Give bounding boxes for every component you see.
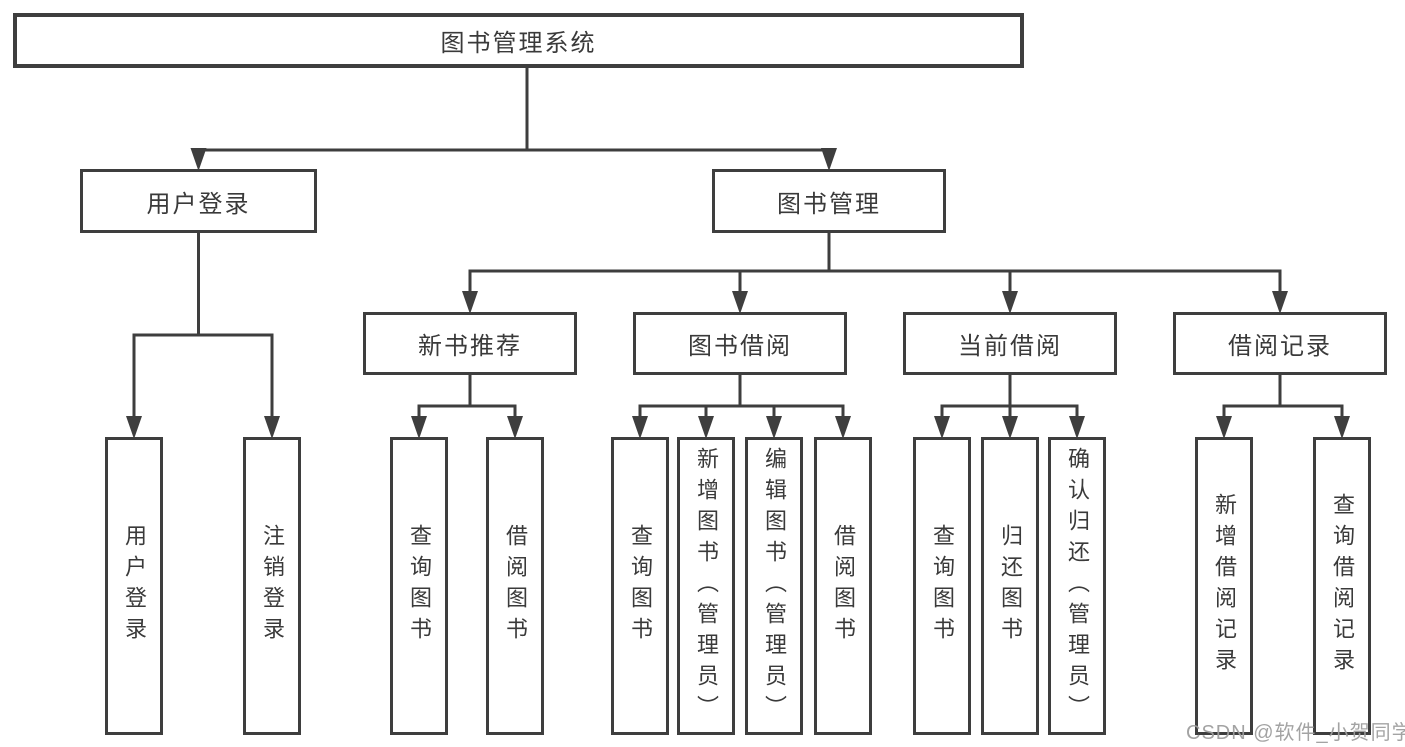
- node-confirm-return-admin: 确认归还（管理员）: [1048, 437, 1106, 735]
- node-label-add-books-admin: 新增图书（管理员）: [694, 446, 719, 726]
- node-borrow-books-rec: 借阅图书: [486, 437, 544, 735]
- node-add-books-admin: 新增图书（管理员）: [677, 437, 735, 735]
- node-label-logout: 注销登录: [260, 524, 285, 648]
- node-label-edit-books-admin: 编辑图书（管理员）: [762, 446, 787, 726]
- arrowhead-icon: [1002, 291, 1018, 314]
- node-current-borrow: 当前借阅: [903, 312, 1117, 375]
- node-label-new-book-rec: 新书推荐: [418, 333, 522, 360]
- node-label-current-borrow: 当前借阅: [958, 333, 1062, 360]
- node-book-mgmt: 图书管理: [712, 169, 946, 233]
- node-label-do-user-login: 用户登录: [122, 524, 147, 648]
- node-label-confirm-return-admin: 确认归还（管理员）: [1065, 446, 1090, 726]
- node-user-login: 用户登录: [80, 169, 317, 233]
- arrowhead-icon: [1272, 291, 1288, 314]
- node-label-return-books: 归还图书: [998, 524, 1023, 648]
- node-label-user-login: 用户登录: [146, 190, 251, 218]
- arrowhead-icon: [126, 416, 142, 439]
- node-label-borrow-books: 借阅图书: [831, 524, 856, 648]
- arrowhead-icon: [190, 148, 207, 171]
- node-book-borrow: 图书借阅: [633, 312, 847, 375]
- arrowhead-icon: [1216, 416, 1232, 439]
- node-do-user-login: 用户登录: [105, 437, 163, 735]
- node-query-books-current: 查询图书: [913, 437, 971, 735]
- node-label-borrow-books-rec: 借阅图书: [503, 524, 528, 648]
- node-label-query-books-borrow: 查询图书: [628, 524, 653, 648]
- arrowhead-icon: [1069, 416, 1085, 439]
- node-new-book-rec: 新书推荐: [363, 312, 577, 375]
- arrowhead-icon: [462, 291, 478, 314]
- arrowhead-icon: [507, 416, 523, 439]
- node-query-books-rec: 查询图书: [390, 437, 448, 735]
- node-logout: 注销登录: [243, 437, 301, 735]
- node-add-borrow-record: 新增借阅记录: [1195, 437, 1253, 735]
- node-label-book-borrow: 图书借阅: [688, 333, 792, 360]
- arrowhead-icon: [821, 148, 837, 171]
- node-query-books-borrow: 查询图书: [611, 437, 669, 735]
- node-borrow-records: 借阅记录: [1173, 312, 1387, 375]
- arrowhead-icon: [732, 291, 748, 314]
- node-label-borrow-records: 借阅记录: [1228, 333, 1332, 360]
- node-label-query-books-current: 查询图书: [930, 524, 955, 648]
- node-label-root: 图书管理系统: [440, 30, 597, 57]
- node-label-query-borrow-record: 查询借阅记录: [1330, 493, 1355, 679]
- arrowhead-icon: [1334, 416, 1350, 439]
- arrowhead-icon: [411, 416, 427, 439]
- arrowhead-icon: [632, 416, 648, 439]
- node-label-book-mgmt: 图书管理: [777, 190, 881, 218]
- arrowhead-icon: [766, 416, 782, 439]
- node-borrow-books: 借阅图书: [814, 437, 872, 735]
- arrowhead-icon: [1002, 416, 1018, 439]
- node-label-add-borrow-record: 新增借阅记录: [1212, 493, 1237, 679]
- arrowhead-icon: [934, 416, 950, 439]
- node-label-query-books-rec: 查询图书: [407, 524, 432, 648]
- arrowhead-icon: [698, 416, 714, 439]
- node-query-borrow-record: 查询借阅记录: [1313, 437, 1371, 735]
- watermark: CSDN @软件_小贺同学: [1186, 722, 1405, 744]
- node-root: 图书管理系统: [13, 13, 1024, 68]
- node-edit-books-admin: 编辑图书（管理员）: [745, 437, 803, 735]
- arrowhead-icon: [835, 416, 851, 439]
- node-return-books: 归还图书: [981, 437, 1039, 735]
- arrowhead-icon: [264, 416, 280, 439]
